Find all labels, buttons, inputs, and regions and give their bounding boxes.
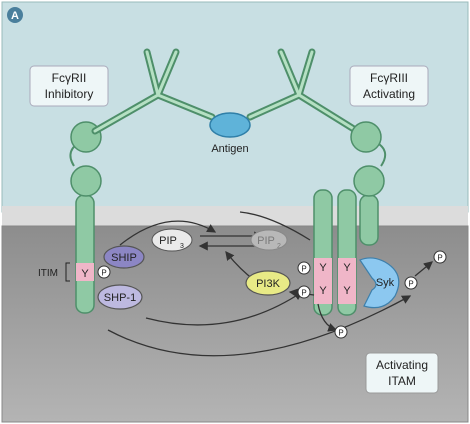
itim-motif <box>76 263 94 281</box>
pip3-subscript: 3 <box>180 243 184 250</box>
pip2-molecule: PIP 2 <box>250 229 288 251</box>
antibody-right-inner <box>248 50 359 133</box>
fcgriii-receptor <box>350 121 387 246</box>
phosphate-itam-2: P <box>297 285 311 299</box>
itam-tyrosine-3: Y <box>343 262 351 274</box>
pip3-label: PIP <box>159 235 177 247</box>
fcgriii-label-box: FcγRIII Activating <box>349 65 429 107</box>
itam-role: Activating <box>376 358 428 372</box>
gamma-chain-left <box>313 189 333 316</box>
itam-name: ITAM <box>388 374 416 388</box>
itam-tyrosine-2: Y <box>319 285 327 297</box>
fcgrii-name: FcγRII <box>52 71 87 85</box>
itim-label: ITIM <box>38 268 58 279</box>
phosphate-itam-2-label: P <box>301 289 306 298</box>
phosphate-syk-label: P <box>408 280 413 289</box>
phosphate-itim-label: P <box>101 269 106 278</box>
pi3k-protein: PI3K <box>245 270 291 296</box>
phosphate-downstream: P <box>433 250 447 264</box>
syk-label: Syk <box>376 277 395 289</box>
antibody-left-inner <box>93 50 214 133</box>
fcgrii-label-box: FcγRII Inhibitory <box>29 65 109 107</box>
shp1-protein: SHP-1 <box>97 284 143 310</box>
plasma-membrane <box>2 206 468 228</box>
antigen-label: Antigen <box>211 143 248 155</box>
itim-tyrosine: Y <box>81 268 89 280</box>
antigen-shape <box>209 112 251 138</box>
ship-label: SHIP <box>111 252 137 264</box>
syk-kinase: Syk <box>359 257 400 309</box>
pip3-molecule: PIP 3 <box>151 228 193 252</box>
ship-protein: SHIP <box>103 245 145 269</box>
pip2-subscript: 2 <box>277 243 281 250</box>
fcgriii-role: Activating <box>363 87 415 101</box>
phosphate-downstream-label: P <box>437 254 442 263</box>
phosphate-released: P <box>334 325 348 339</box>
panel-label: A <box>11 10 19 22</box>
itam-label-box: Activating ITAM <box>365 352 439 394</box>
fcgrii-role: Inhibitory <box>45 87 94 101</box>
phosphate-itam-1: P <box>297 261 311 275</box>
phosphate-syk: P <box>404 276 418 290</box>
itam-tyrosine-1: Y <box>319 262 327 274</box>
pi3k-label: PI3K <box>256 278 281 290</box>
panel-badge <box>7 7 23 23</box>
gamma-chain-right <box>337 189 357 316</box>
fcgriii-name: FcγRIII <box>370 71 408 85</box>
shp1-label: SHP-1 <box>104 292 136 304</box>
itam-tyrosine-4: Y <box>343 285 351 297</box>
phosphate-released-label: P <box>338 329 343 338</box>
phosphate-itim: P <box>97 265 111 279</box>
phosphate-itam-1-label: P <box>301 265 306 274</box>
itim-bracket <box>65 262 70 282</box>
pip2-label: PIP <box>257 235 275 247</box>
